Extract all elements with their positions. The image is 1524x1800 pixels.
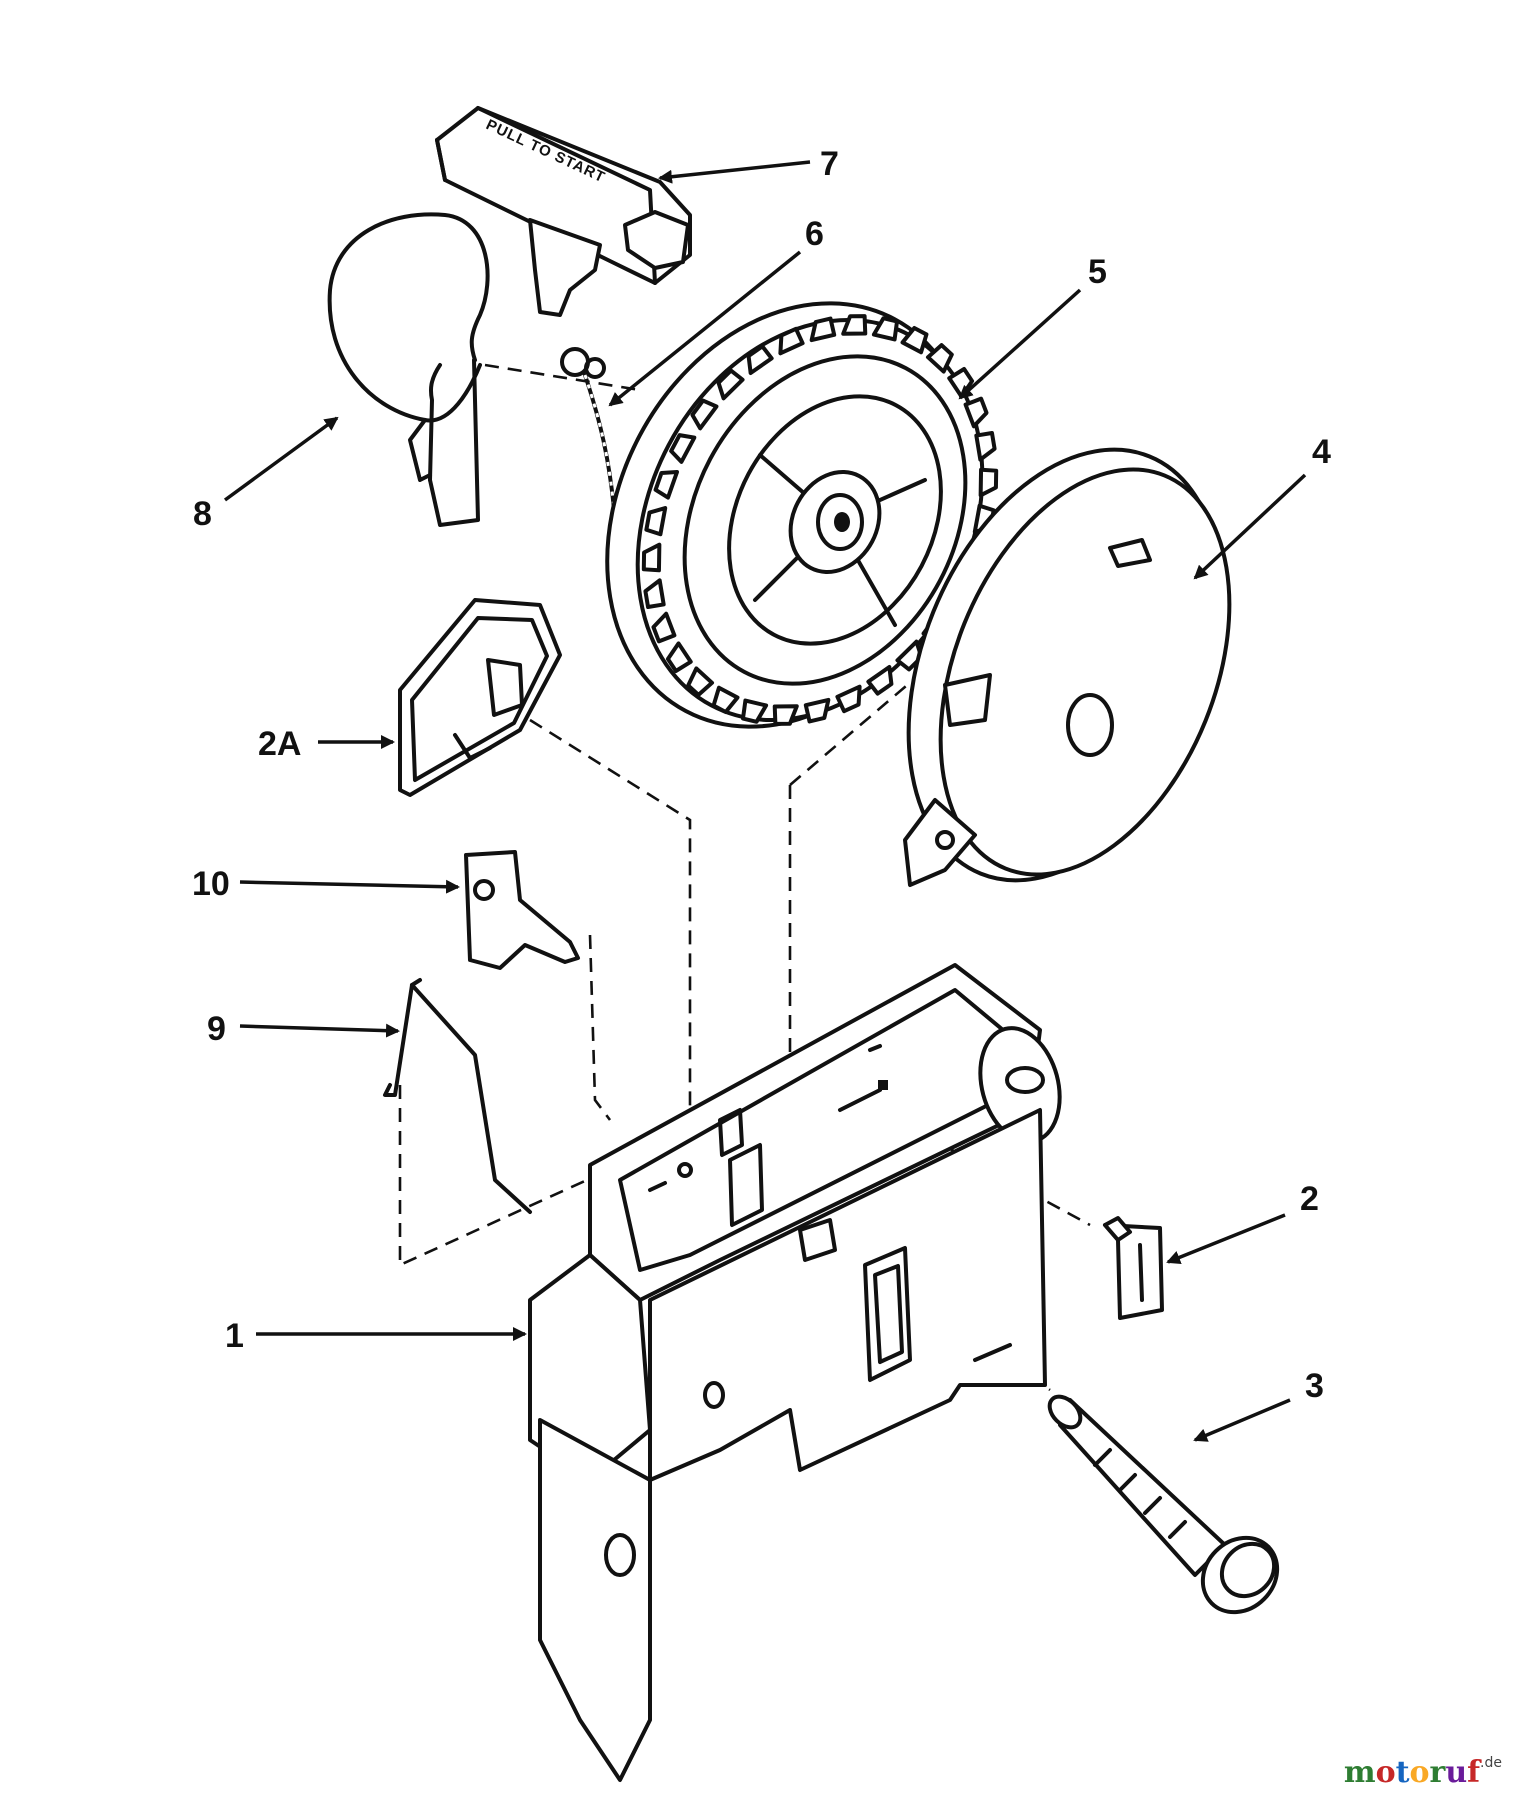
callout-4: 4 bbox=[1193, 433, 1331, 580]
gear-tooth bbox=[841, 314, 868, 336]
callout-1: 1 bbox=[225, 1317, 527, 1355]
gear-tooth bbox=[746, 344, 774, 376]
gear-tooth bbox=[665, 641, 693, 673]
gear-tooth bbox=[925, 343, 954, 374]
gear-tooth bbox=[644, 506, 668, 537]
callout-label-2a: 2A bbox=[258, 725, 301, 763]
watermark-letter: o bbox=[1375, 1755, 1396, 1790]
watermark-letter: u bbox=[1445, 1755, 1468, 1790]
gear-tooth bbox=[963, 396, 989, 429]
callout-label-10: 10 bbox=[192, 865, 230, 903]
callout-9: 9 bbox=[207, 1010, 400, 1048]
callout-label-2: 2 bbox=[1300, 1180, 1319, 1218]
gear-tooth bbox=[711, 685, 740, 715]
callout-label-7: 7 bbox=[820, 145, 839, 183]
callout-2a: 2A bbox=[258, 725, 395, 763]
gear-tooth bbox=[835, 684, 862, 714]
part-1-starter-bracket bbox=[528, 963, 1062, 1782]
gear-tooth bbox=[803, 697, 831, 724]
callout-8: 8 bbox=[193, 416, 339, 533]
gear-tooth bbox=[866, 664, 894, 696]
part-6-starter-rope bbox=[560, 347, 617, 522]
watermark-letter: f bbox=[1467, 1755, 1481, 1790]
part-5-rope-pulley bbox=[605, 301, 999, 729]
part-9-wire-spring bbox=[383, 978, 532, 1214]
callout-label-9: 9 bbox=[207, 1010, 226, 1048]
callout-label-1: 1 bbox=[225, 1317, 244, 1355]
gear-tooth bbox=[653, 469, 680, 500]
gear-tooth bbox=[669, 433, 697, 464]
callout-3: 3 bbox=[1193, 1367, 1324, 1442]
callout-6: 6 bbox=[608, 215, 824, 407]
gear-tooth bbox=[690, 398, 719, 431]
part-4-spring-housing bbox=[903, 447, 1232, 887]
part-2-small-clip bbox=[1103, 1216, 1164, 1320]
callout-label-8: 8 bbox=[193, 495, 212, 533]
callout-2: 2 bbox=[1166, 1180, 1319, 1265]
part-7-starter-handle: PULL TO START bbox=[435, 106, 692, 317]
watermark-letter: o bbox=[1409, 1755, 1430, 1790]
watermark-letter: r bbox=[1429, 1755, 1446, 1790]
gear-tooth bbox=[974, 431, 997, 462]
callout-label-4: 4 bbox=[1312, 433, 1331, 471]
callout-5: 5 bbox=[958, 253, 1107, 400]
part-8-rope-guide bbox=[327, 212, 490, 527]
gear-tooth bbox=[643, 578, 666, 609]
gear-tooth bbox=[947, 367, 975, 399]
gear-tooth bbox=[740, 698, 769, 724]
gear-tooth bbox=[716, 368, 745, 401]
gear-tooth bbox=[641, 542, 662, 573]
callout-label-5: 5 bbox=[1088, 253, 1107, 291]
motoruf-watermark-logo: motoruf.de bbox=[1344, 1755, 1502, 1790]
watermark-letter: t bbox=[1395, 1755, 1410, 1790]
gear-tooth bbox=[900, 325, 929, 355]
part-2a-bracket-plate bbox=[398, 598, 562, 797]
gear-teeth bbox=[641, 314, 999, 726]
watermark-letters: motoruf bbox=[1344, 1755, 1480, 1790]
gear-tooth bbox=[772, 704, 799, 726]
gear-tooth bbox=[809, 316, 837, 343]
gear-tooth bbox=[978, 467, 999, 498]
gear-tooth bbox=[778, 326, 805, 356]
gear-tooth bbox=[686, 666, 715, 697]
gear-tooth bbox=[871, 316, 900, 342]
callout-label-3: 3 bbox=[1305, 1367, 1324, 1405]
part-3-pivot-pin bbox=[1047, 1394, 1280, 1615]
callout-label-6: 6 bbox=[805, 215, 824, 253]
watermark-tld: .de bbox=[1480, 1755, 1502, 1771]
part-10-retainer-clip bbox=[464, 850, 580, 970]
callout-7: 7 bbox=[658, 145, 839, 184]
gear-tooth bbox=[651, 611, 677, 644]
callout-10: 10 bbox=[192, 865, 460, 903]
watermark-letter: m bbox=[1343, 1755, 1376, 1790]
